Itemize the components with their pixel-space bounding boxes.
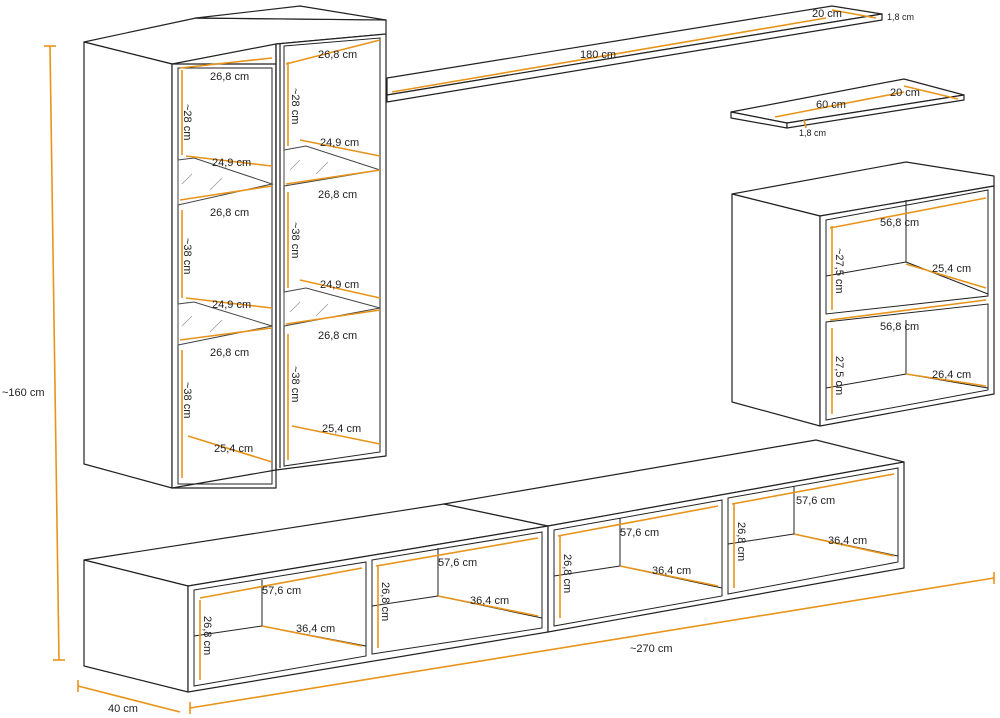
vitrine-right-shelf2-depth-label: 26,8 cm bbox=[318, 330, 357, 342]
short-shelf-thickness-label: 1,8 cm bbox=[799, 128, 826, 138]
wall-cube-bottom-height-label: 27,5 cm bbox=[833, 356, 845, 395]
wall-cube-top-width-label: 56,8 cm bbox=[880, 217, 919, 229]
vitrine-right-h2-label: ~38 cm bbox=[289, 222, 301, 258]
long-shelf-depth-line bbox=[831, 9, 877, 19]
wall-cube-top-height-label: ~27,5 cm bbox=[833, 248, 845, 294]
lowboard-1-width-label: 57,6 cm bbox=[262, 585, 301, 597]
overall-height-line bbox=[49, 45, 60, 661]
wall-cube-top-depth-label: 25,4 cm bbox=[932, 263, 971, 275]
wall-cube-bottom-width-label: 56,8 cm bbox=[880, 321, 919, 333]
short-shelf-depth-line bbox=[903, 85, 959, 100]
lowboard-3-width-label: 57,6 cm bbox=[620, 527, 659, 539]
lowboard-4-depth-label: 36,4 cm bbox=[828, 535, 867, 547]
short-wall-shelf: 60 cm 20 cm 1,8 cm bbox=[730, 78, 965, 138]
overall-depth-dimension: 40 cm bbox=[77, 680, 181, 715]
vitrine-right-shelf2-width-label: 24,9 cm bbox=[320, 279, 359, 291]
vitrine-cabinets: 26,8 cm ~28 cm 24,9 cm 26,8 cm ~38 cm 24… bbox=[83, 5, 387, 489]
overall-depth-line bbox=[77, 685, 181, 713]
vitrine-left-shelf1-width-label: 24,9 cm bbox=[212, 157, 251, 169]
overall-width-label: ~270 cm bbox=[630, 643, 673, 655]
short-shelf-length-line bbox=[774, 91, 905, 118]
vitrine-right-h1-label: ~28 cm bbox=[289, 88, 301, 124]
vitrine-left-shelf2-depth-label: 26,8 cm bbox=[210, 347, 249, 359]
short-shelf-depth-label: 20 cm bbox=[890, 87, 920, 99]
long-shelf-length-label: 180 cm bbox=[580, 49, 616, 61]
vitrine-right-shelf1-width-label: 24,9 cm bbox=[320, 137, 359, 149]
overall-height-dimension: ~160 cm bbox=[2, 45, 65, 661]
lowboard-4-width-label: 57,6 cm bbox=[796, 495, 835, 507]
vitrine-right-shelf1-depth-label: 26,8 cm bbox=[318, 189, 357, 201]
vitrine-left-shelf1-depth-label: 26,8 cm bbox=[210, 207, 249, 219]
lowboard-3-depth-label: 36,4 cm bbox=[652, 565, 691, 577]
overall-height-label: ~160 cm bbox=[2, 387, 45, 399]
lowboard-2-depth-label: 36,4 cm bbox=[470, 595, 509, 607]
wall-cube-bottom-depth-label: 26,4 cm bbox=[932, 369, 971, 381]
long-shelf-length-line bbox=[391, 17, 827, 93]
vitrine-left-base-width-label: 25,4 cm bbox=[214, 443, 253, 455]
lowboard-1-depth-label: 36,4 cm bbox=[296, 623, 335, 635]
vitrine-right-base-width-label: 25,4 cm bbox=[322, 423, 361, 435]
lowboard-2-height-label: 26,8 cm bbox=[379, 582, 391, 621]
vitrine-left-top-width-label: 26,8 cm bbox=[210, 71, 249, 83]
long-shelf-depth-label: 20 cm bbox=[812, 8, 842, 20]
overall-width-line bbox=[189, 577, 995, 709]
wall-cube-cabinet: 56,8 cm ~27,5 cm 25,4 cm 56,8 cm 27,5 cm… bbox=[731, 161, 995, 427]
overall-width-dimension: ~270 cm bbox=[189, 572, 995, 714]
vitrine-left-h2-label: ~38 cm bbox=[181, 238, 193, 274]
long-shelf-thickness-label: 1,8 cm bbox=[887, 12, 914, 22]
short-shelf-length-label: 60 cm bbox=[816, 99, 846, 111]
vitrine-right-h3-label: ~38 cm bbox=[289, 366, 301, 402]
lowboard-2-width-label: 57,6 cm bbox=[438, 557, 477, 569]
lowboard-4-height-label: 26,8 cm bbox=[735, 522, 747, 561]
long-wall-shelf: 180 cm 20 cm 1,8 cm bbox=[386, 5, 914, 103]
lowboard-1-height-label: 26,8 cm bbox=[201, 616, 213, 655]
vitrine-left-h1-label: ~28 cm bbox=[181, 104, 193, 140]
lowboard-3-height-label: 26,8 cm bbox=[561, 554, 573, 593]
overall-depth-label: 40 cm bbox=[108, 703, 138, 715]
vitrine-left-h3-label: ~38 cm bbox=[181, 382, 193, 418]
lowboard-assembly: 57,6 cm 26,8 cm 36,4 cm 57,6 cm 26,8 cm … bbox=[83, 439, 905, 693]
vitrine-right-top-width-label: 26,8 cm bbox=[318, 49, 357, 61]
vitrine-left-shelf2-width-label: 24,9 cm bbox=[212, 299, 251, 311]
